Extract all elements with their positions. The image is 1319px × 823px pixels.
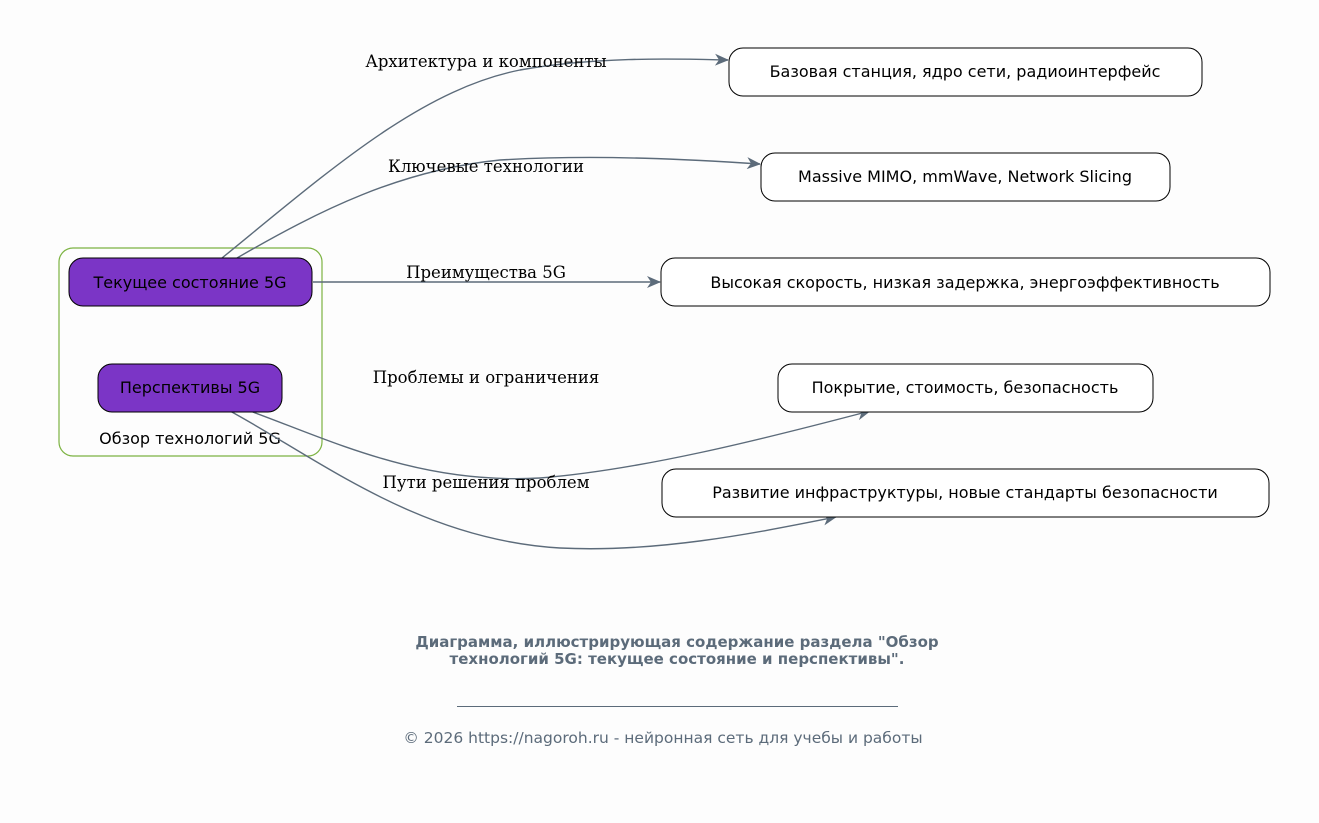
caption-footer: © 2026 https://nagoroh.ru - нейронная се…	[403, 729, 923, 747]
node-problems-label: Покрытие, стоимость, безопасность	[812, 378, 1119, 397]
edge-label-problems: Проблемы и ограничения	[373, 368, 600, 387]
caption-title: Диаграмма, иллюстрирующая содержание раз…	[0, 634, 1319, 668]
node-key-technologies-label: Massive MIMO, mmWave, Network Slicing	[798, 167, 1132, 186]
node-problems[interactable]: Покрытие, стоимость, безопасность	[777, 363, 1154, 413]
node-prospects[interactable]: Перспективы 5G	[97, 363, 283, 413]
node-architecture[interactable]: Базовая станция, ядро сети, радиоинтерфе…	[728, 47, 1203, 97]
edge-problems	[249, 408, 871, 480]
edge-label-solutions: Пути решения проблем	[382, 473, 589, 492]
node-current-state-label: Текущее состояние 5G	[92, 273, 286, 292]
node-solutions-label: Развитие инфраструктуры, новые стандарты…	[712, 483, 1218, 502]
edge-label-advantages: Преимущества 5G	[406, 263, 566, 282]
node-key-technologies[interactable]: Massive MIMO, mmWave, Network Slicing	[760, 152, 1171, 202]
edge-label-architecture: Архитектура и компоненты	[365, 52, 606, 71]
caption-divider	[457, 706, 898, 707]
cluster-label: Обзор технологий 5G	[99, 429, 281, 448]
node-prospects-label: Перспективы 5G	[120, 378, 260, 397]
node-solutions[interactable]: Развитие инфраструктуры, новые стандарты…	[661, 468, 1270, 518]
edge-label-key-technologies: Ключевые технологии	[388, 157, 584, 176]
edge-solutions	[229, 410, 837, 550]
node-architecture-label: Базовая станция, ядро сети, радиоинтерфе…	[770, 62, 1161, 81]
node-advantages-label: Высокая скорость, низкая задержка, энерг…	[710, 273, 1219, 292]
node-current-state[interactable]: Текущее состояние 5G	[68, 257, 313, 307]
caption-title-text: Диаграмма, иллюстрирующая содержание раз…	[415, 633, 939, 668]
edge-architecture	[221, 53, 729, 259]
cluster-overview: Обзор технологий 5G	[58, 247, 323, 457]
node-advantages[interactable]: Высокая скорость, низкая задержка, энерг…	[660, 257, 1271, 307]
edge-key-technologies	[236, 156, 761, 259]
